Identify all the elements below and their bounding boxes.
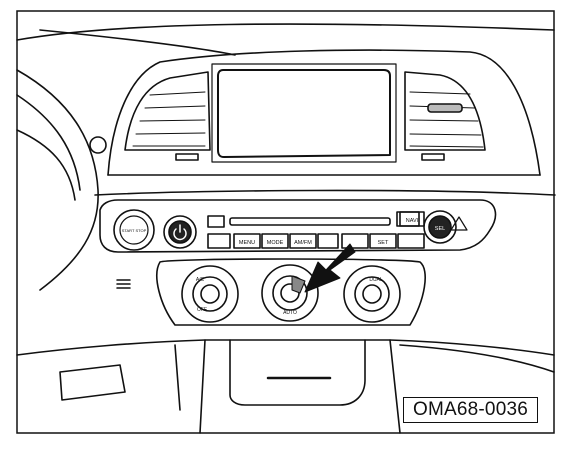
- eject-button[interactable]: [207, 215, 225, 228]
- figure-frame: [16, 10, 555, 434]
- power-icon: [173, 224, 187, 241]
- seat-heat-button[interactable]: [207, 233, 231, 249]
- steering-wheel-inner: [16, 94, 81, 191]
- dashboard-top-edge: [16, 23, 555, 41]
- am-fm-button-label: AM/FM: [294, 240, 312, 246]
- seat-heat-right-button[interactable]: [397, 233, 425, 249]
- glovebox-edge: [399, 344, 555, 373]
- navi-button[interactable]: [399, 211, 425, 227]
- lower-dash-line-right: [389, 339, 555, 356]
- fan-knob-indicator: [291, 275, 306, 294]
- hazard-icon[interactable]: [450, 216, 468, 231]
- dash-bezel: [107, 49, 541, 176]
- menu-button[interactable]: [233, 233, 261, 249]
- fan-knob-outer[interactable]: [261, 264, 319, 322]
- fan-knob[interactable]: [272, 275, 308, 311]
- console-shelf: [229, 339, 366, 406]
- right-vent-slider: [427, 103, 463, 113]
- menu-button-label: MENU: [239, 240, 255, 246]
- cd-slot: [229, 217, 391, 226]
- set-button-label: SET: [378, 240, 389, 246]
- sel-knob-outer[interactable]: [423, 210, 457, 244]
- set-button[interactable]: [369, 233, 397, 249]
- climate-panel: [156, 258, 426, 326]
- power-knob-outer[interactable]: [163, 215, 197, 249]
- navi-button-label: NAVI: [406, 218, 419, 224]
- right-air-vent: [404, 71, 486, 151]
- start-stop-button-outer[interactable]: [113, 209, 155, 251]
- left-knob-label-ac: A/C: [196, 277, 205, 283]
- mode-button-label: MODE: [267, 240, 284, 246]
- seam-left: [174, 344, 181, 411]
- seek-forward-button[interactable]: [341, 233, 369, 249]
- mode-button[interactable]: [261, 233, 289, 249]
- left-temp-knob[interactable]: [192, 276, 228, 312]
- pedal-outline: [59, 364, 126, 401]
- stalk-knob: [89, 136, 107, 154]
- pointer-arrow: [304, 243, 356, 293]
- dashboard-second-edge: [39, 29, 236, 56]
- center-knob-label-auto: AUTO: [283, 310, 297, 316]
- vent-grille-left: [116, 279, 131, 289]
- sel-knob[interactable]: [428, 215, 452, 239]
- start-stop-label: START STOP: [122, 228, 147, 233]
- left-temp-knob-outer[interactable]: [181, 265, 239, 323]
- left-temp-knob-center: [200, 284, 220, 304]
- left-vent-tab: [175, 153, 199, 161]
- sel-knob-label: SEL: [435, 226, 445, 232]
- display-bezel: [211, 63, 397, 163]
- right-temp-knob[interactable]: [354, 276, 390, 312]
- start-stop-button[interactable]: [119, 215, 149, 245]
- steering-wheel-outer: [16, 69, 99, 291]
- display-screen: [217, 69, 391, 158]
- right-vent-tab: [421, 153, 445, 161]
- steering-column: [16, 129, 76, 201]
- right-knob-label-dual: DUAL: [369, 277, 383, 283]
- am-fm-button[interactable]: [289, 233, 317, 249]
- left-air-vent: [124, 71, 211, 151]
- right-temp-knob-center: [362, 284, 382, 304]
- control-panel: [99, 199, 497, 253]
- dash-lip: [94, 189, 556, 196]
- left-knob-label-off: OFF: [197, 307, 207, 313]
- figure-code: OMA68-0036: [403, 397, 538, 423]
- right-temp-knob-outer[interactable]: [343, 265, 401, 323]
- lower-dash-line: [16, 339, 206, 356]
- seek-back-button[interactable]: [317, 233, 339, 249]
